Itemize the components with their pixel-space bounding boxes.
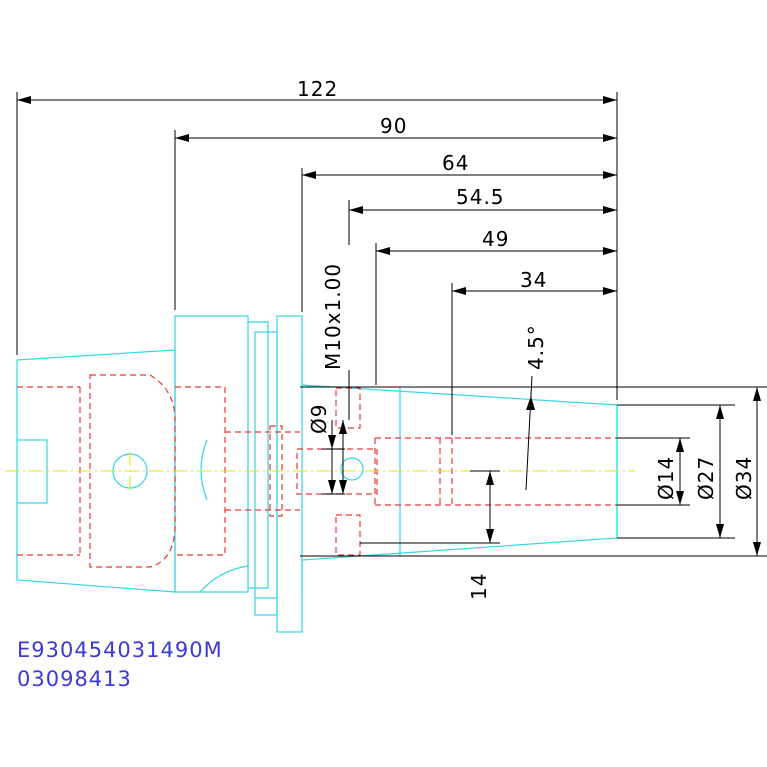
dim-49-label: 49: [482, 227, 509, 251]
angle-label: 4.5°: [524, 324, 548, 370]
serial-number: 03098413: [17, 667, 132, 691]
diameter-dimensions: [300, 386, 767, 557]
offset-14-label: 14: [467, 573, 491, 600]
dia-34-label: Ø34: [732, 456, 756, 500]
dia-27-label: Ø27: [694, 456, 718, 500]
order-number: E930454031490M: [17, 638, 223, 662]
thread-label: M10x1.00: [321, 263, 345, 370]
dim-34-label: 34: [520, 268, 547, 292]
dim-122-label: 122: [297, 77, 338, 101]
dia-14-label: Ø14: [654, 456, 678, 500]
dim-64-label: 64: [442, 151, 469, 175]
dim-54-5-label: 54.5: [456, 185, 505, 209]
length-dimensions: [16, 92, 618, 435]
dia-9-label: Ø9: [307, 404, 331, 434]
detail-dimensions: [322, 370, 535, 544]
dimension-labels: 122 90 64 54.5 49 34 M10x1.00 Ø9 4.5° 14…: [297, 77, 756, 600]
dim-90-label: 90: [380, 114, 407, 138]
